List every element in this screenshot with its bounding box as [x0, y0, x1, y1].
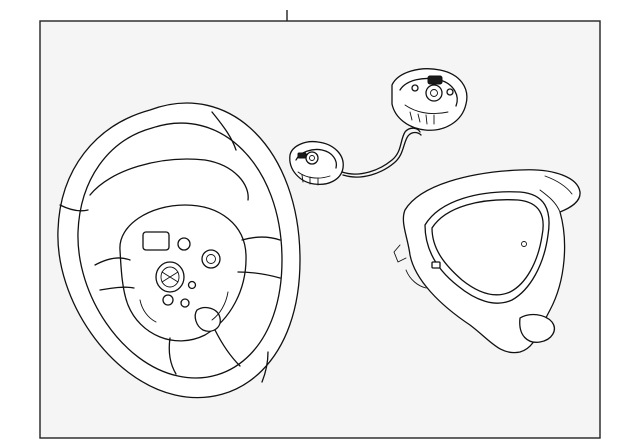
steering-wheel — [57, 102, 301, 399]
switch-assembly-left — [289, 140, 344, 186]
switch-assembly-right — [391, 68, 468, 131]
trim-cover — [393, 169, 581, 354]
wiring-harness — [341, 127, 422, 178]
